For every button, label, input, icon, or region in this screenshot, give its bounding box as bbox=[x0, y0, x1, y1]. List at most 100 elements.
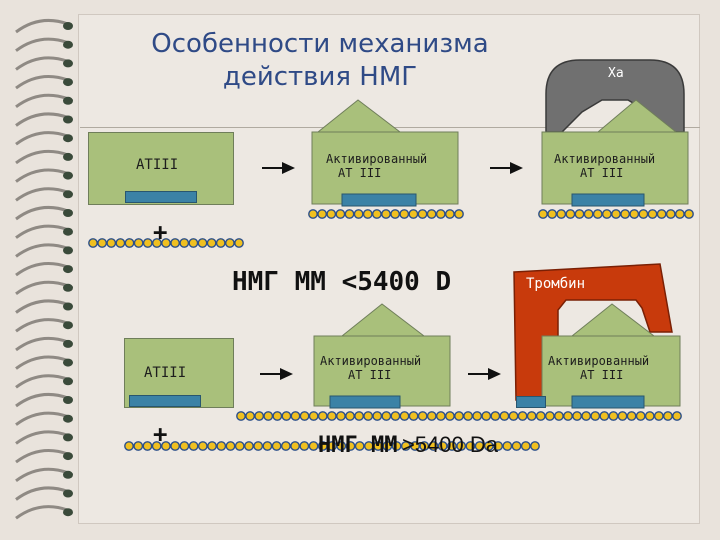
chain-bead bbox=[344, 209, 355, 219]
lmwh-chain-top-1 bbox=[308, 209, 464, 219]
chain-bead bbox=[244, 441, 254, 451]
chain-bead bbox=[391, 441, 402, 451]
chain-bead bbox=[170, 441, 181, 451]
chain-bead bbox=[608, 411, 619, 421]
plus-sign-2: + bbox=[153, 420, 168, 448]
chain-bead bbox=[456, 441, 467, 451]
activated-label-3-line-1: Активированный bbox=[320, 354, 422, 368]
chain-bead bbox=[399, 209, 410, 219]
chain-bead bbox=[635, 411, 646, 421]
activated-label-2-line-1: Активированный bbox=[554, 152, 656, 166]
lmwh-long-prefix: НМГ ММ bbox=[318, 433, 398, 458]
chain-bead bbox=[216, 441, 227, 451]
chain-bead bbox=[665, 209, 676, 219]
plus-sign-1: + bbox=[153, 218, 168, 246]
chain-bead bbox=[611, 209, 621, 219]
chain-bead bbox=[317, 441, 328, 451]
chain-bead bbox=[234, 238, 244, 248]
chain-bead bbox=[581, 411, 592, 421]
spiral-ring bbox=[15, 149, 73, 165]
chain-bead bbox=[253, 441, 264, 451]
chain-bead bbox=[674, 209, 685, 219]
binding-site bbox=[129, 395, 201, 407]
chain-bead bbox=[317, 411, 328, 421]
chain-bead bbox=[474, 441, 485, 451]
chain-bead bbox=[326, 209, 337, 219]
chain-bead bbox=[197, 238, 208, 248]
lmwh-chain-free-2 bbox=[124, 441, 540, 451]
chain-bead bbox=[151, 441, 162, 451]
atiii-box-top bbox=[88, 132, 234, 205]
chain-bead bbox=[544, 411, 555, 421]
spiral-ring bbox=[15, 187, 73, 202]
chain-bead bbox=[345, 441, 356, 451]
chain-bead bbox=[463, 411, 473, 421]
chain-bead bbox=[617, 411, 628, 421]
chain-bead bbox=[133, 238, 144, 248]
spiral-ring bbox=[15, 18, 73, 34]
chain-bead bbox=[263, 411, 274, 421]
chain-bead bbox=[626, 411, 637, 421]
spiral-ring bbox=[15, 411, 73, 426]
chain-bead bbox=[511, 441, 522, 451]
chain-bead bbox=[583, 209, 594, 219]
chain-bead bbox=[124, 238, 135, 248]
chain-bead bbox=[410, 441, 420, 451]
chain-bead bbox=[290, 411, 301, 421]
chain-bead bbox=[520, 441, 531, 451]
chain-bead bbox=[262, 441, 273, 451]
page-title: Особенности механизма действия НМГ bbox=[120, 28, 520, 94]
title-line-1: Особенности механизма bbox=[151, 29, 489, 59]
chain-bead bbox=[336, 441, 347, 451]
atiii-label-top: ATIII bbox=[136, 157, 179, 173]
spiral-ring bbox=[15, 262, 73, 277]
chain-bead bbox=[535, 411, 546, 421]
chain-bead bbox=[364, 441, 374, 451]
chain-bead bbox=[97, 238, 108, 248]
lmwh-chain-long bbox=[236, 411, 682, 421]
chain-bead bbox=[493, 441, 503, 451]
spiral-ring bbox=[15, 37, 73, 52]
chain-bead bbox=[590, 411, 601, 421]
chain-bead bbox=[106, 238, 117, 248]
activated-label-4-line-1: Активированный bbox=[548, 354, 650, 368]
arrow-right-icon bbox=[468, 368, 501, 380]
activated-atiii-bottom-1 bbox=[313, 303, 451, 409]
chain-bead bbox=[281, 411, 292, 421]
chain-bead bbox=[224, 238, 235, 248]
activated-label-3: Активированный AT III bbox=[320, 354, 421, 382]
chain-bead bbox=[170, 238, 181, 248]
chain-bead bbox=[207, 441, 217, 451]
title-line-2: действия НМГ bbox=[222, 62, 418, 92]
chain-bead bbox=[290, 441, 300, 451]
chain-bead bbox=[574, 209, 585, 219]
chain-bead bbox=[554, 411, 564, 421]
chain-bead bbox=[435, 209, 446, 219]
binding-site-partial bbox=[516, 396, 546, 408]
chain-bead bbox=[465, 441, 476, 451]
chain-bead bbox=[629, 209, 640, 219]
spiral-ring bbox=[15, 467, 73, 483]
spiral-ring bbox=[15, 318, 73, 333]
spiral-ring bbox=[15, 430, 73, 445]
spiral-ring bbox=[15, 93, 73, 109]
chain-bead bbox=[428, 441, 439, 451]
chain-bead bbox=[400, 441, 411, 451]
chain-bead bbox=[271, 441, 282, 451]
activated-atiii-top-1 bbox=[311, 99, 459, 207]
spiral-ring bbox=[15, 243, 73, 258]
chain-bead bbox=[151, 238, 162, 248]
activated-atiii-top-2 bbox=[541, 99, 689, 207]
chain-bead bbox=[620, 209, 631, 219]
chain-bead bbox=[381, 411, 392, 421]
chain-bead bbox=[142, 238, 153, 248]
chain-bead bbox=[538, 209, 548, 219]
chain-bead bbox=[326, 411, 337, 421]
spiral-binding bbox=[15, 18, 73, 520]
chain-bead bbox=[133, 441, 144, 451]
chain-bead bbox=[179, 238, 190, 248]
chain-bead bbox=[179, 441, 190, 451]
chain-bead bbox=[417, 411, 428, 421]
activated-label-2-line-2: AT III bbox=[580, 166, 624, 180]
